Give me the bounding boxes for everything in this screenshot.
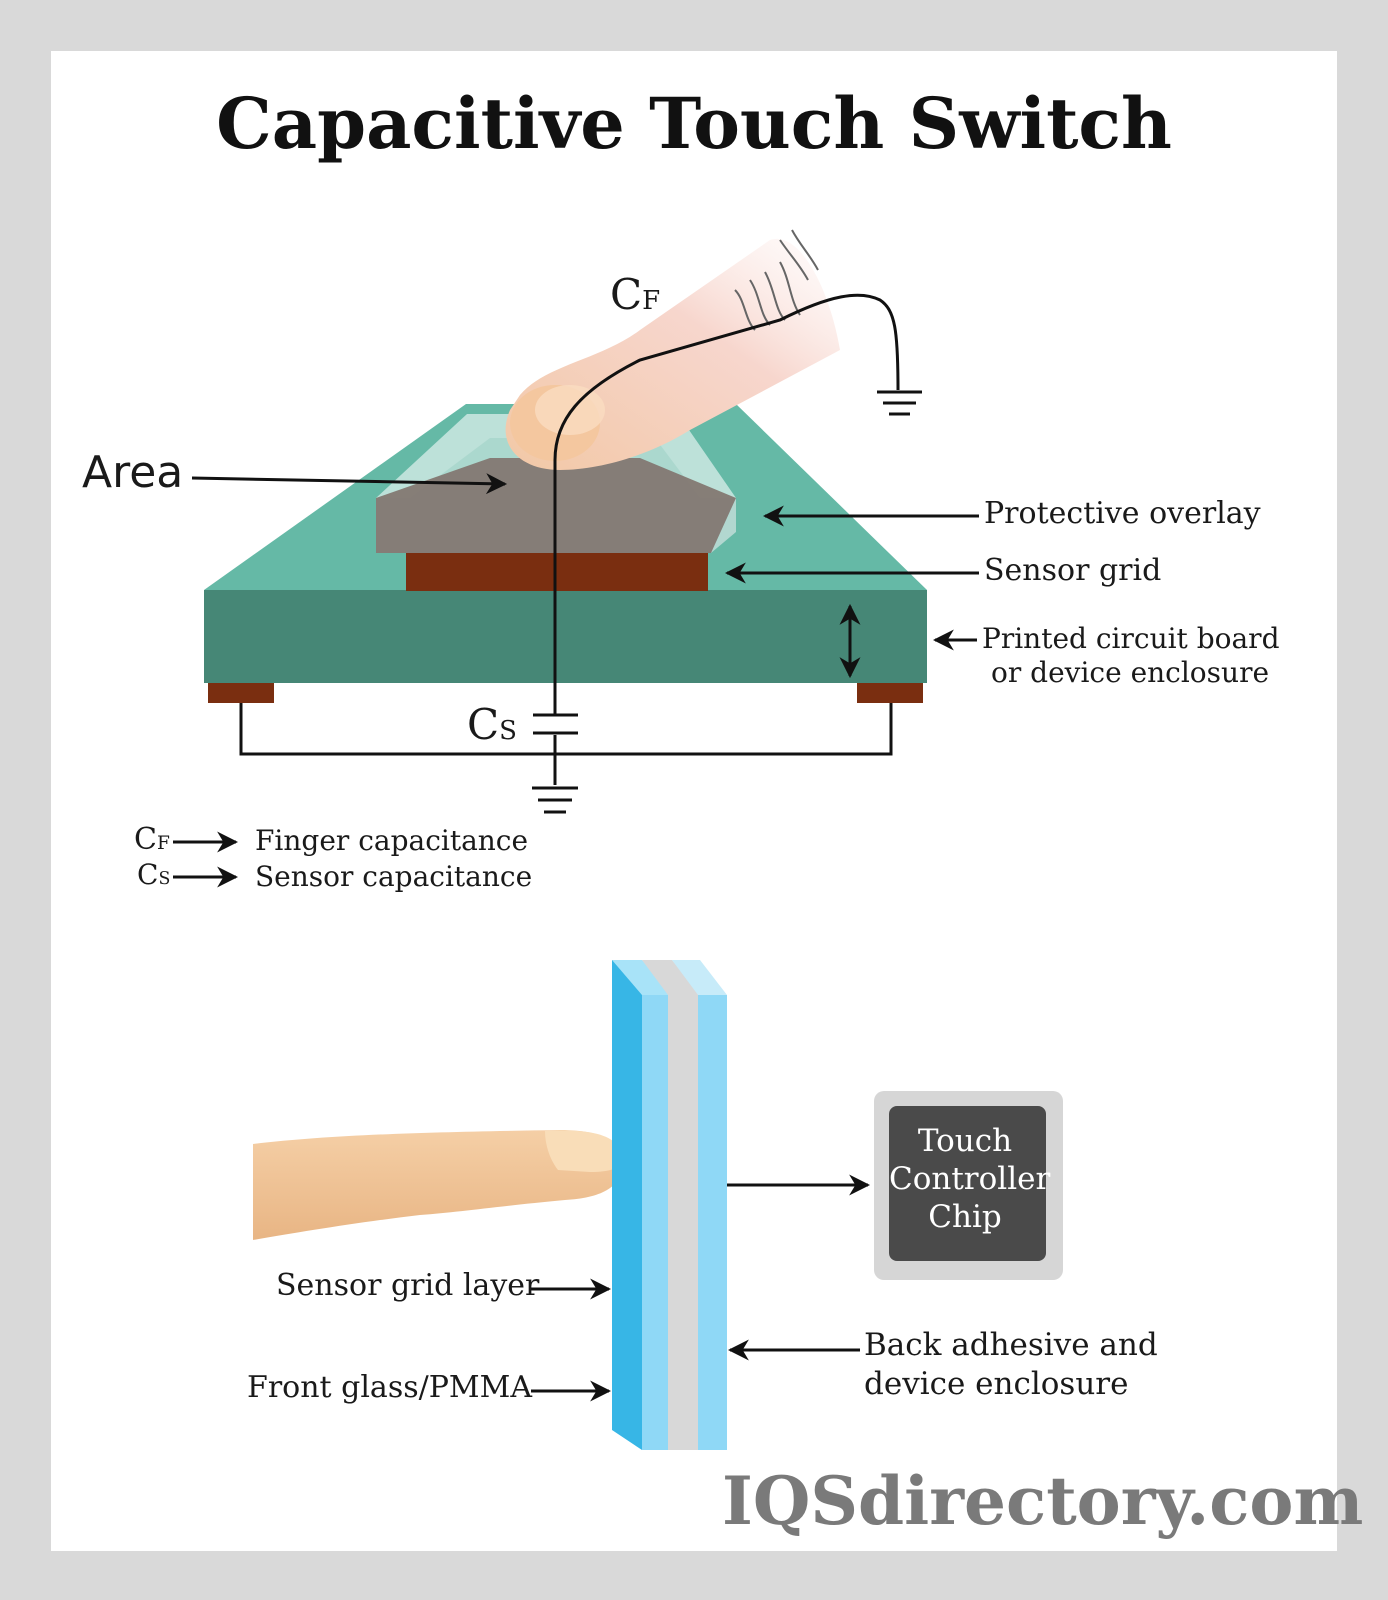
pcb-label-line1: Printed circuit board xyxy=(982,622,1280,655)
front-glass xyxy=(612,960,642,1450)
area-label: Area xyxy=(82,447,184,498)
cf-label: CF xyxy=(610,270,660,319)
legend-cs-main: C xyxy=(137,858,159,891)
cs-main: C xyxy=(467,700,500,749)
legend-symbol-cs: CS xyxy=(137,858,170,891)
legend-cf-sub: F xyxy=(156,833,170,854)
legend-text-cf: Finger capacitance xyxy=(255,824,529,857)
capacitor-symbol xyxy=(533,713,578,735)
chip-label-line3: Chip xyxy=(928,1199,1002,1235)
pcb-side-face xyxy=(204,590,927,683)
cf-main: C xyxy=(610,270,643,319)
chip-label: Touch Controller Chip xyxy=(889,1122,1051,1236)
glass-stack xyxy=(612,960,727,1450)
cs-label: CS xyxy=(467,700,517,749)
left-contact-pad xyxy=(208,683,274,703)
brand-watermark: IQSdirectory.com xyxy=(722,1462,1364,1540)
sensor-grid-label: Sensor grid xyxy=(984,553,1162,588)
ground-symbol-bottom xyxy=(532,786,578,814)
legend-cs-sub: S xyxy=(158,869,171,889)
sensor-grid-layer xyxy=(406,553,708,591)
chip-label-line1: Touch xyxy=(917,1123,1013,1159)
page-title: Capacitive Touch Switch xyxy=(216,82,1172,165)
cs-sub: S xyxy=(499,716,517,746)
chip-label-line2: Controller xyxy=(889,1161,1051,1197)
protective-overlay-label: Protective overlay xyxy=(984,496,1261,531)
area-arrow xyxy=(191,473,508,495)
sensor-grid-layer-label: Sensor grid layer xyxy=(276,1268,540,1303)
legend-cf-main: C xyxy=(134,822,157,857)
right-contact-pad xyxy=(857,683,923,703)
finger-bottom xyxy=(253,1130,622,1240)
pcb-label-line2: or device enclosure xyxy=(991,656,1270,689)
back-adhesive-label-line2: device enclosure xyxy=(864,1366,1129,1402)
chip-body xyxy=(889,1106,1046,1261)
legend-symbol-cf: CF xyxy=(134,822,170,857)
sensor-grid-layer-bottom xyxy=(642,995,668,1450)
cf-sub: F xyxy=(642,286,661,316)
back-layer xyxy=(698,995,727,1450)
front-glass-label: Front glass/PMMA xyxy=(247,1370,532,1405)
back-adhesive-label-line1: Back adhesive and xyxy=(864,1327,1158,1363)
adhesive-layer xyxy=(668,995,698,1450)
ground-symbol-top xyxy=(877,390,922,416)
legend-text-cs: Sensor capacitance xyxy=(255,860,533,893)
circuit-wires xyxy=(239,293,900,785)
